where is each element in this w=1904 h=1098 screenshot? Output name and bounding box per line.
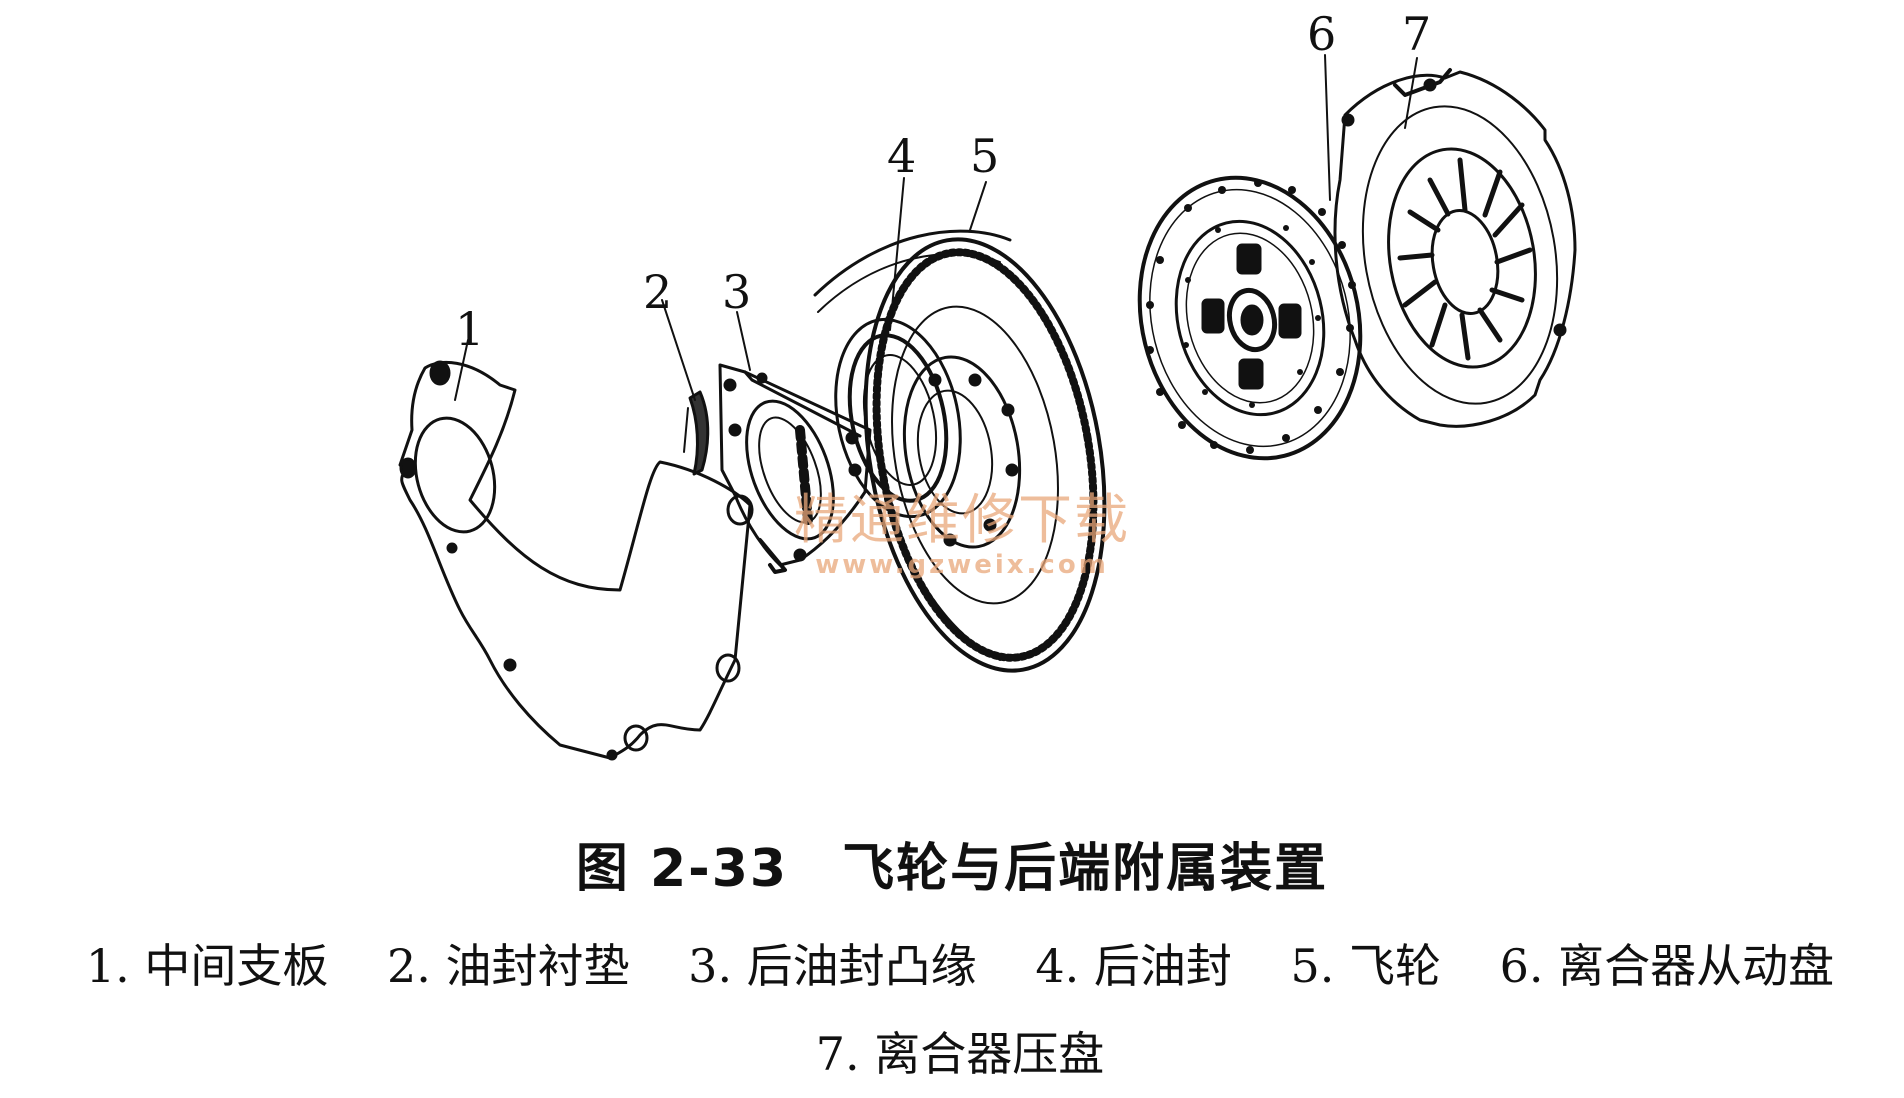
part-clutch-driven-disc <box>1137 175 1363 461</box>
legend-item-7: 7. 离合器压盘 <box>815 1027 1105 1081</box>
leader-line-1 <box>454 339 469 401</box>
part-intermediate-plate <box>398 360 754 761</box>
exploded-parts-diagram: 1 2 3 4 5 6 7 <box>398 7 1577 761</box>
legend-item-2: 2. 油封衬垫 <box>387 939 630 993</box>
legend-item-4: 4. 后油封 <box>1035 939 1232 993</box>
part-clutch-pressure-plate <box>1333 68 1577 428</box>
leader-line-4 <box>889 177 905 331</box>
callout-7: 7 <box>1402 7 1431 61</box>
leader-line-6 <box>1324 54 1331 201</box>
callout-5: 5 <box>970 129 999 183</box>
legend-item-6: 6. 离合器从动盘 <box>1499 939 1835 993</box>
callout-6: 6 <box>1307 7 1336 61</box>
callout-3: 3 <box>722 265 751 319</box>
callout-2: 2 <box>643 265 672 319</box>
part-oil-seal-gasket <box>683 390 710 476</box>
leader-line-7 <box>1404 57 1418 129</box>
legend-item-1: 1. 中间支板 <box>85 939 329 993</box>
leader-line-5 <box>969 181 987 231</box>
callout-1: 1 <box>455 302 484 356</box>
legend-item-5: 5. 飞轮 <box>1290 939 1441 993</box>
leader-line-2 <box>661 299 696 401</box>
callout-4: 4 <box>887 129 916 183</box>
part-rear-oil-seal-flange <box>718 363 872 574</box>
legend-item-3: 3. 后油封凸缘 <box>688 939 977 993</box>
leader-line-3 <box>736 311 751 371</box>
figure-legend: 1. 中间支板 2. 油封衬垫 3. 后油封凸缘 4. 后油封 5. 飞轮 6.… <box>60 922 1860 1098</box>
part-flywheel <box>813 229 1107 673</box>
figure-caption: 图 2-33 飞轮与后端附属装置 <box>575 839 1329 899</box>
